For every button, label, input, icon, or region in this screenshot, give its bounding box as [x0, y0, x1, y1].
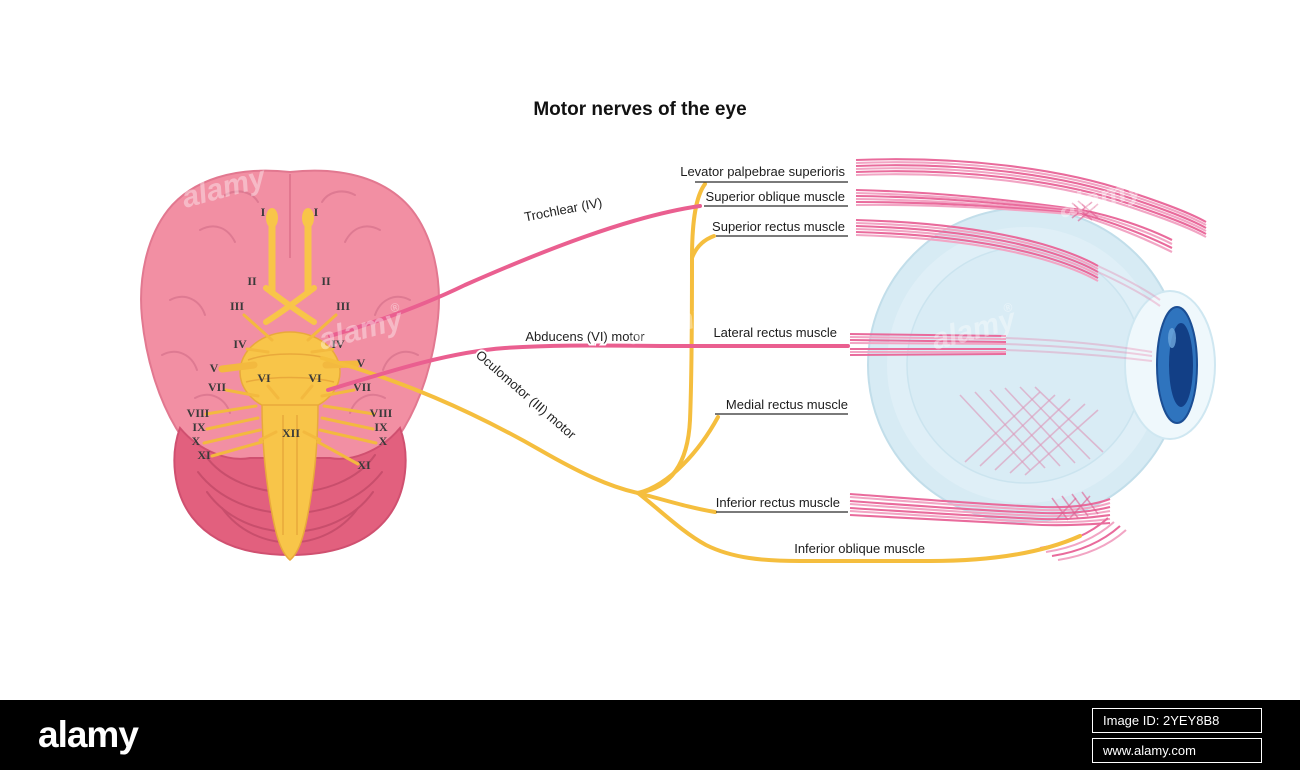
brainstem-group: [202, 208, 378, 561]
numeral-right-X: X: [379, 434, 388, 448]
numeral-left-X: X: [192, 434, 201, 448]
numeral-left-IX: IX: [192, 420, 206, 434]
numeral-right-VII: VII: [353, 380, 371, 394]
label-inferior-rectus: Inferior rectus muscle: [716, 495, 840, 510]
abducens-nerve-path: [326, 343, 850, 392]
label-lateral-rectus: Lateral rectus muscle: [713, 325, 837, 340]
alamy-url-box: www.alamy.com: [1092, 737, 1262, 763]
numeral-right-VIII: VIII: [370, 406, 393, 420]
alamy-logo: alamy: [38, 714, 139, 755]
superior-oblique-muscle-fibers: [855, 188, 1173, 253]
medial-rectus-muscle-fibers: [959, 386, 1104, 476]
numeral-left-IV: IV: [233, 337, 247, 351]
inferior-rectus-muscle-fibers: [849, 491, 1111, 527]
label-abducens-nerve: Abducens (VI) motor: [525, 329, 645, 344]
watermark-reg-icon: ®: [697, 295, 709, 311]
lateral-rectus-muscle-fibers: [849, 332, 1153, 362]
numeral-right-III: III: [336, 299, 350, 313]
label-superior-rectus: Superior rectus muscle: [712, 219, 845, 234]
numeral-left-III: III: [230, 299, 244, 313]
medulla-shape: [261, 404, 319, 561]
label-superior-oblique: Superior oblique muscle: [706, 189, 845, 204]
olfactory-tracts: [266, 208, 314, 296]
numeral-left-II: II: [247, 274, 257, 288]
numeral-center-XII: XII: [282, 426, 300, 440]
page-title: Motor nerves of the eye: [533, 99, 746, 120]
numeral-right-IV: IV: [331, 337, 345, 351]
oculomotor-nerve-path: [320, 182, 1082, 563]
optic-chiasm: [263, 285, 317, 325]
image-id-box: Image ID: 2YEY8B8: [1092, 707, 1262, 733]
numeral-left-XI: XI: [197, 448, 211, 462]
nerve-labels: Trochlear (IV) Abducens (VI) motor Oculo…: [471, 193, 647, 445]
numeral-right-VI: VI: [308, 371, 322, 385]
cerebrum-sulci: [161, 190, 419, 414]
watermark-reg-icon: ®: [252, 158, 264, 174]
trochlear-nerve-path: [328, 204, 702, 338]
brain-group: I I II II III III IV IV V V VI VI VII VI…: [140, 169, 440, 561]
cranial-nerve-numerals: I I II II III III IV IV V V VI VI VII VI…: [187, 205, 393, 472]
illustration-canvas: Motor nerves of the eye: [140, 99, 1216, 563]
label-medial-rectus: Medial rectus muscle: [726, 397, 848, 412]
numeral-right-XI: XI: [357, 458, 371, 472]
cranial-nerve-roots: [202, 313, 378, 466]
eyeball-core: [906, 246, 1144, 484]
muscle-labels: Levator palpebrae superioris Superior ob…: [680, 164, 925, 556]
label-inferior-oblique: Inferior oblique muscle: [794, 541, 925, 556]
numeral-right-I: I: [314, 205, 319, 219]
watermark-footer-bar: alamy Image ID: 2YEY8B8 www.alamy.com: [0, 700, 1300, 770]
label-oculomotor-nerve: Oculomotor (III) motor: [473, 347, 579, 442]
numeral-left-V: V: [210, 361, 219, 375]
numeral-right-IX: IX: [374, 420, 388, 434]
numeral-left-VI: VI: [257, 371, 271, 385]
label-trochlear-nerve: Trochlear (IV): [523, 195, 603, 225]
superior-rectus-muscle-fibers: [855, 218, 1161, 307]
watermark-reg-icon: ®: [1129, 168, 1141, 184]
numeral-right-V: V: [357, 356, 366, 370]
label-levator-palpebrae: Levator palpebrae superioris: [680, 164, 845, 179]
numeral-left-VIII: VIII: [187, 406, 210, 420]
label-lines: [695, 181, 848, 513]
iris-highlight: [1168, 328, 1176, 348]
numeral-left-VII: VII: [208, 380, 226, 394]
numeral-left-I: I: [261, 205, 266, 219]
eye-group: [849, 158, 1216, 562]
watermark-reg-icon: ®: [1002, 300, 1014, 316]
levator-muscle-fibers: [855, 158, 1207, 238]
nerve-pathways: [320, 182, 1082, 563]
numeral-right-II: II: [321, 274, 331, 288]
image-info-column: Image ID: 2YEY8B8 www.alamy.com: [1092, 707, 1262, 763]
watermark-reg-icon: ®: [389, 300, 401, 316]
